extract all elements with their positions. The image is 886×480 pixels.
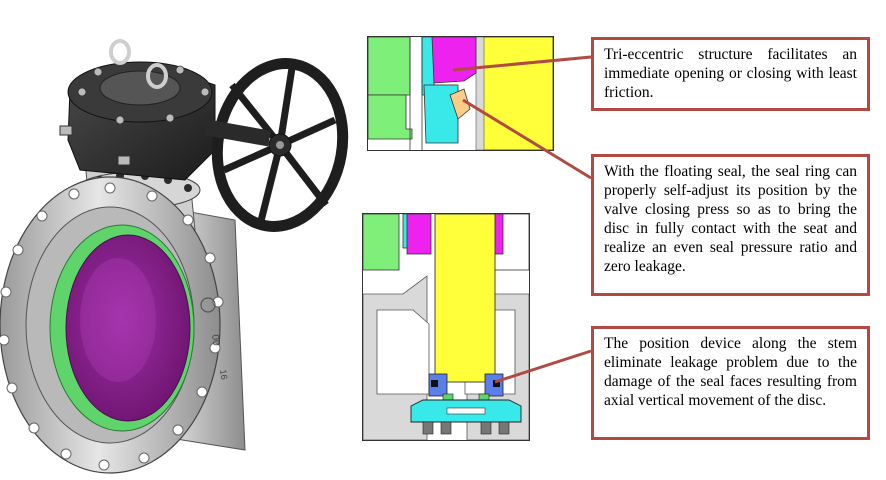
valve-rating-marking: 16	[218, 369, 229, 380]
handwheel	[211, 58, 349, 232]
flange-bolt-holes	[0, 182, 224, 471]
callout-text: The position device along the stem elimi…	[604, 335, 857, 409]
butterfly-valve-illustration: 00 16	[0, 30, 350, 480]
callout-tri-eccentric: Tri-eccentric structure facilitates an i…	[591, 37, 870, 111]
gearbox-bolts	[77, 65, 210, 125]
callout-floating-seal: With the floating seal, the seal ring ca…	[591, 154, 870, 296]
valve-size-marking: 00	[209, 334, 222, 347]
section-view-seal-detail	[367, 36, 554, 151]
callout-text: Tri-eccentric structure facilitates an i…	[604, 46, 857, 101]
logo-mark	[200, 297, 216, 313]
section-view-stem-detail	[362, 213, 530, 441]
callout-text: With the floating seal, the seal ring ca…	[604, 163, 857, 275]
valve-drawing: 00 16	[0, 39, 349, 474]
callout-position-device: The position device along the stem elimi…	[591, 326, 870, 440]
